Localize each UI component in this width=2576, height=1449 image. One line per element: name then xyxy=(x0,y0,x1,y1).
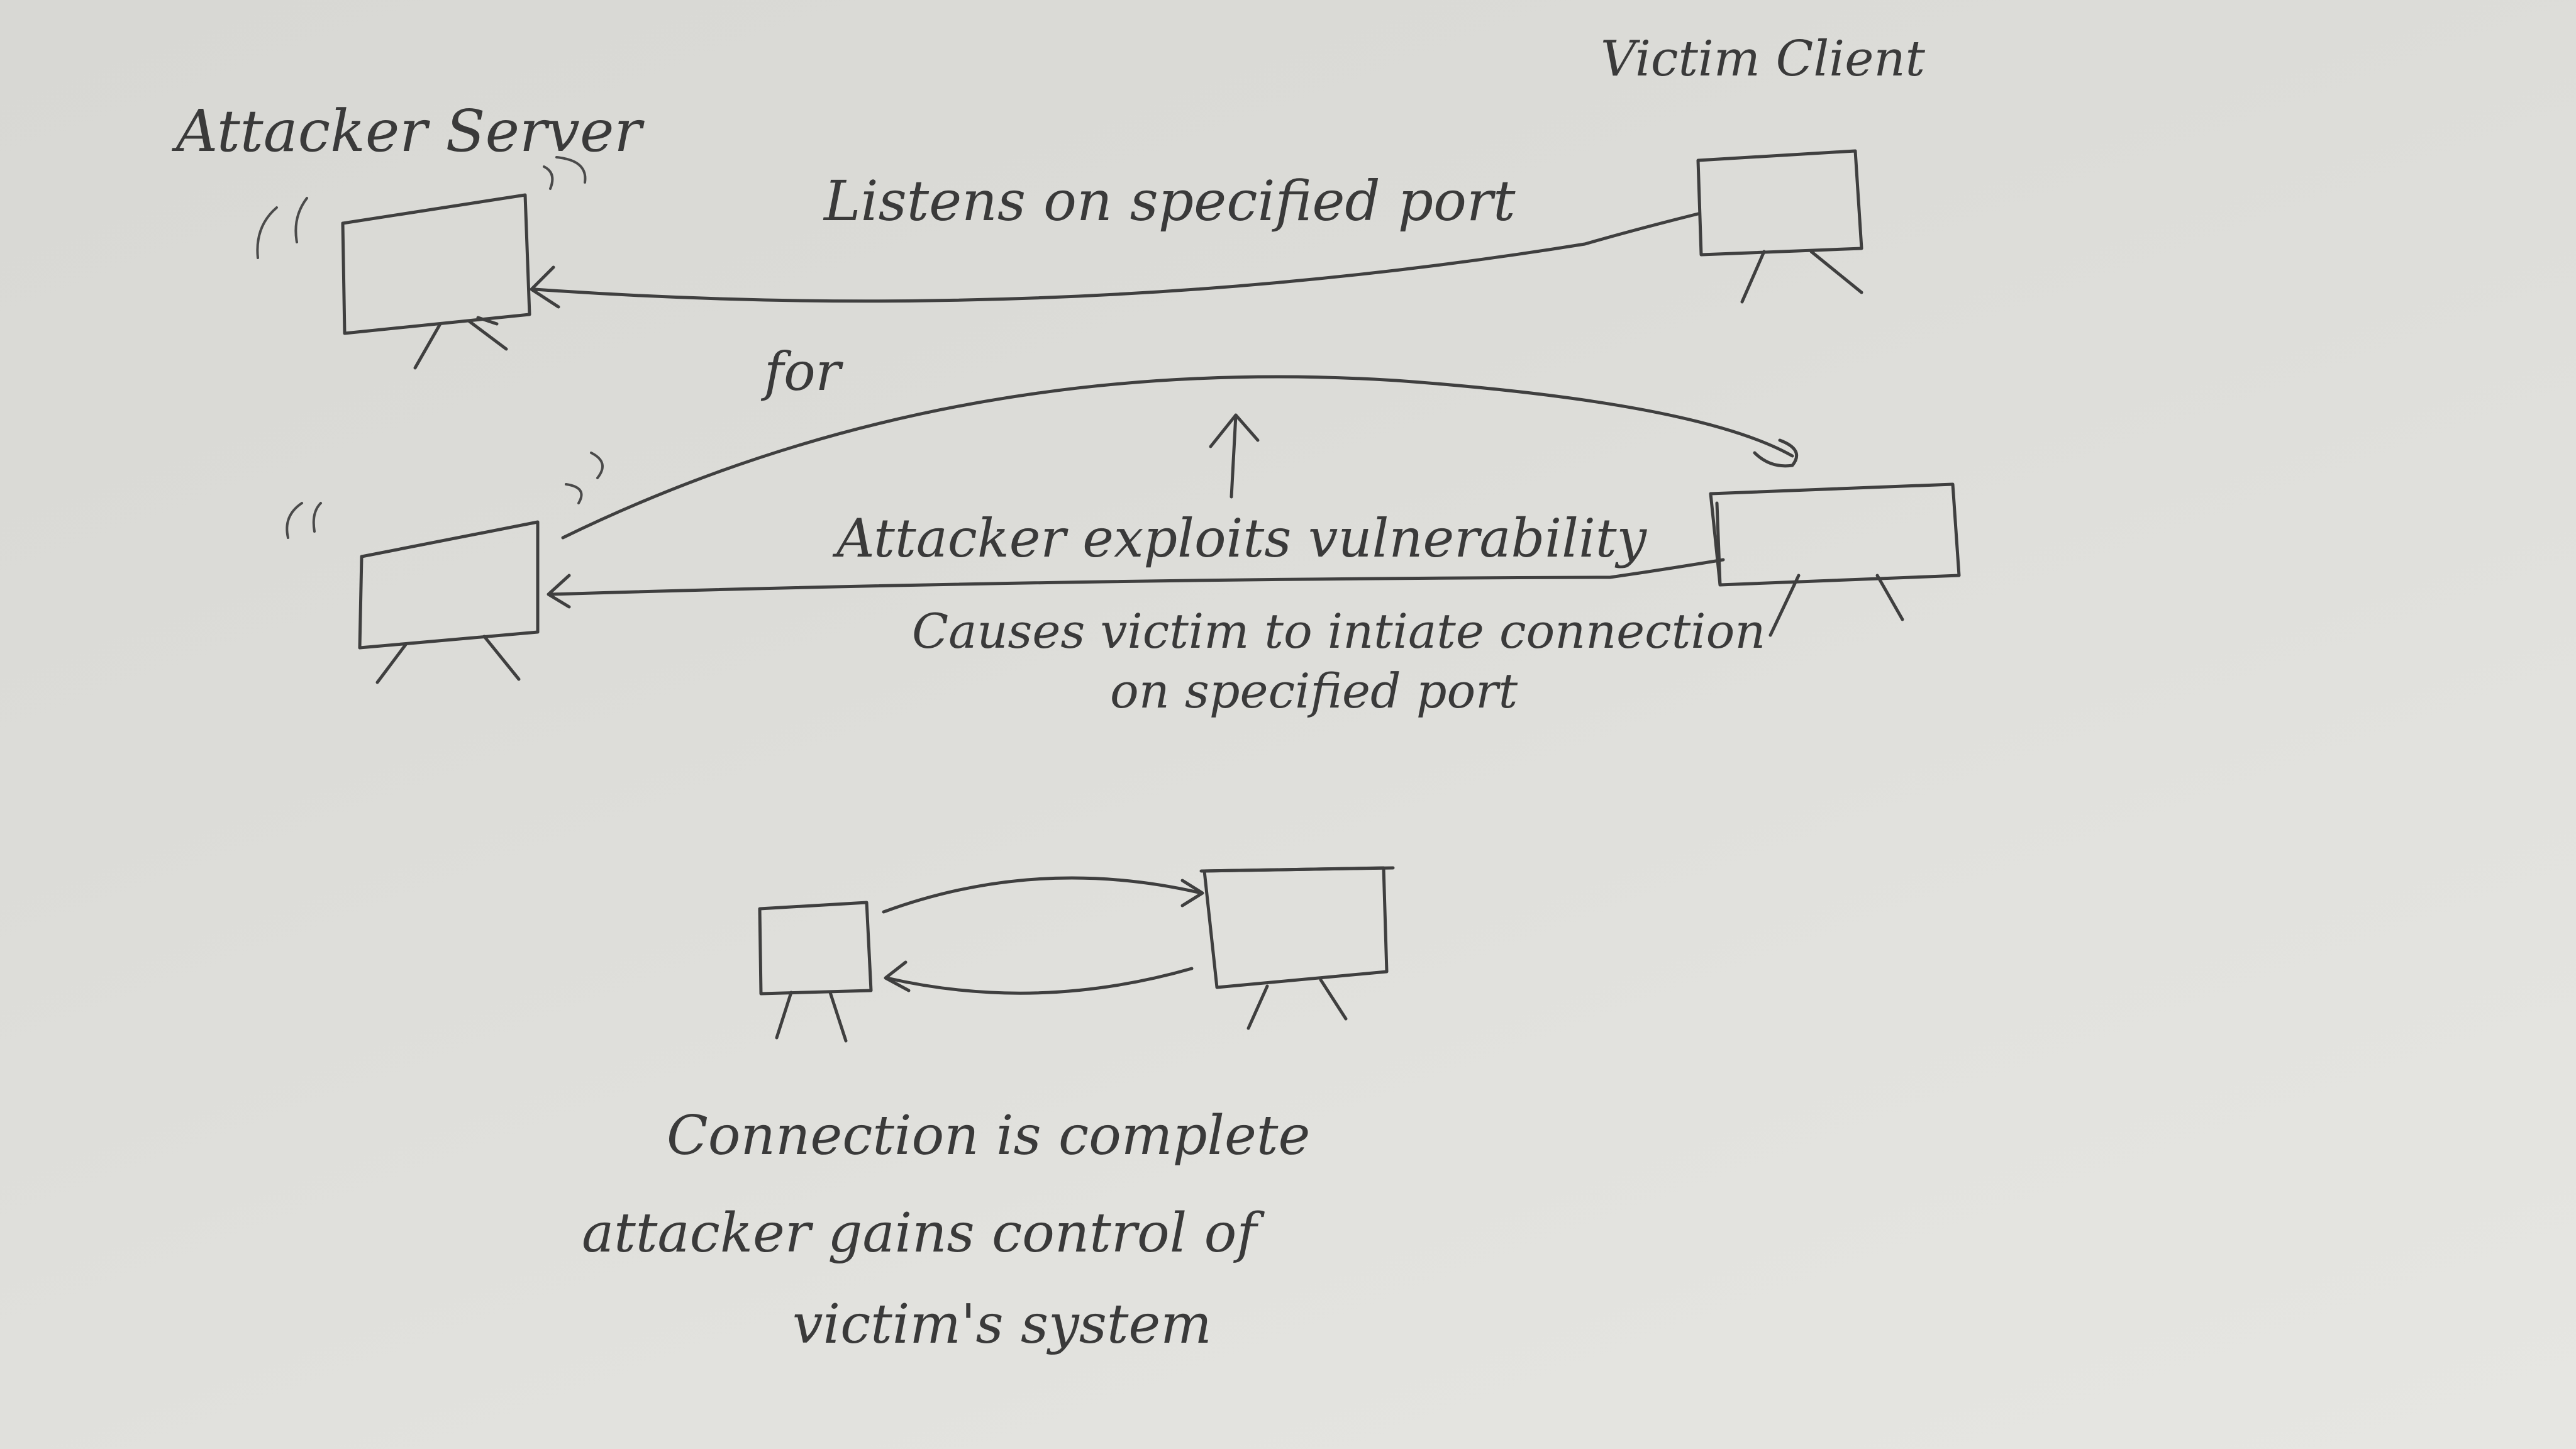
causes-label-line2: on specified port xyxy=(1110,663,1518,719)
victim-client-monitor-middle xyxy=(1709,482,1961,637)
listens-label: Listens on specified port xyxy=(823,169,1516,233)
bidirectional-arrows xyxy=(882,876,1204,995)
attacker-server-monitor-bottom xyxy=(758,901,873,1043)
victim-client-monitor-top xyxy=(1696,149,1863,304)
attacker-server-monitor-middle xyxy=(358,520,540,684)
attacker-server-label: Attacker Server xyxy=(171,97,645,165)
complete-label-line3: victim's system xyxy=(792,1293,1212,1356)
exploits-label: Attacker exploits vulnerability xyxy=(832,508,1648,569)
for-label: for xyxy=(760,341,844,402)
attacker-server-monitor-top xyxy=(341,193,531,370)
victim-client-monitor-bottom xyxy=(1199,866,1395,1030)
exploit-curve-arrow xyxy=(561,375,1799,540)
complete-label-line1: Connection is complete xyxy=(667,1104,1310,1167)
causes-label-line1: Causes victim to intiate connection xyxy=(912,603,1765,659)
connection-arrow xyxy=(547,558,1725,609)
listens-arrow xyxy=(530,212,1700,309)
victim-client-label: Victim Client xyxy=(1601,31,1926,87)
complete-label-line2: attacker gains control of xyxy=(582,1202,1265,1265)
wireless-signal-icon-middle xyxy=(286,452,604,539)
up-arrow-icon xyxy=(1209,413,1260,499)
wireless-signal-icon xyxy=(256,156,587,259)
